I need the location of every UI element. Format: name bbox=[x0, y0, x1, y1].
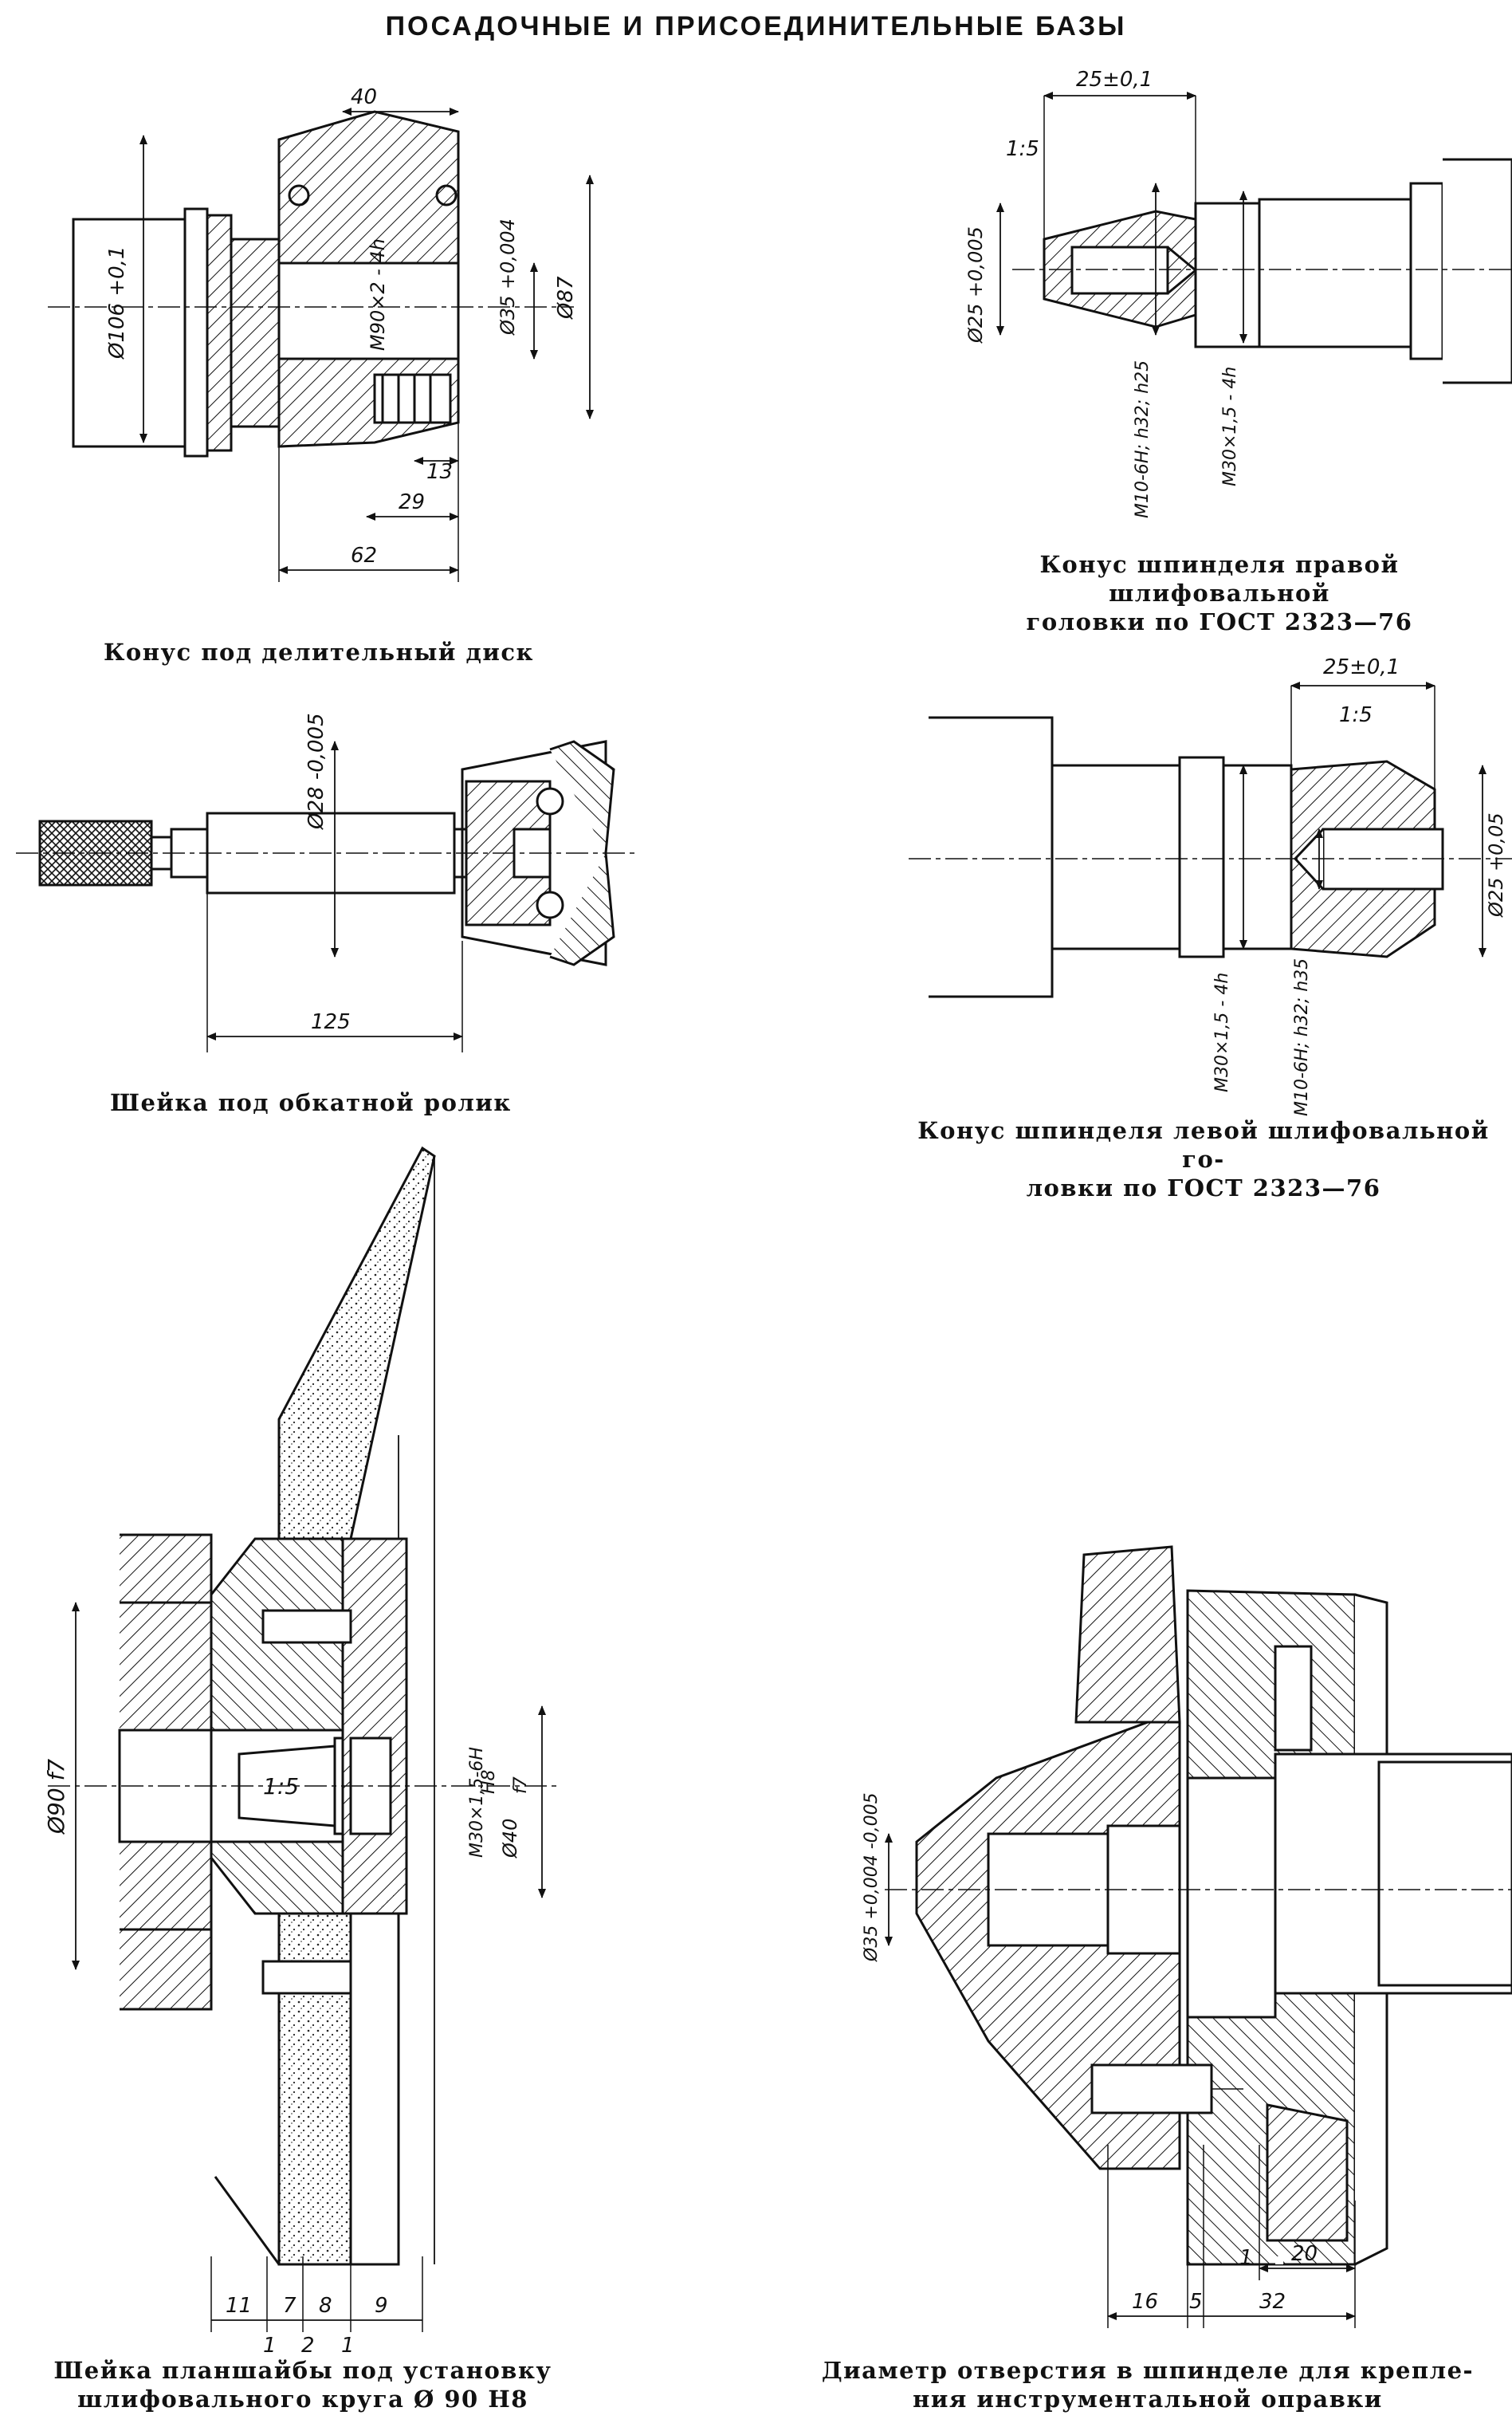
dim-13: 13 bbox=[426, 460, 453, 484]
dim-5: 5 bbox=[1189, 2290, 1203, 2314]
fit-f7: f7 bbox=[511, 1776, 531, 1794]
caption-faceplate: Шейка планшайбы под установку шлифовальн… bbox=[32, 2356, 574, 2413]
dim-d90: Ø90 f7 bbox=[43, 1759, 69, 1835]
dim-1a: 1 bbox=[263, 2334, 277, 2358]
caption-spindle-bore-line1: Диаметр отверстия в шпинделе для крепле- bbox=[821, 2357, 1475, 2384]
dim-1b: 1 bbox=[341, 2334, 355, 2358]
dim-m30-left: M30×1,5 - 4h bbox=[1212, 973, 1232, 1092]
caption-spindle-right-line1: Конус шпинделя правой шлифовальной bbox=[1039, 551, 1400, 607]
dim-d25-left: Ø25 +0,05 bbox=[1485, 812, 1507, 918]
dim-40: 40 bbox=[351, 85, 377, 109]
dim-25-left: 25±0,1 bbox=[1323, 655, 1400, 679]
dim-d35-bore: Ø35 +0,004 -0,005 bbox=[862, 1792, 882, 1962]
dim-d106: Ø106 +0,1 bbox=[105, 246, 129, 360]
dim-d35: Ø35 +0,004 bbox=[497, 218, 519, 336]
dim-20: 20 bbox=[1291, 2242, 1318, 2266]
dim-9: 9 bbox=[375, 2294, 388, 2318]
caption-cone-disk-text: Конус под делительный диск bbox=[104, 639, 534, 666]
dim-25-right: 25±0,1 bbox=[1076, 68, 1153, 92]
dim-1: 1 bbox=[1239, 2246, 1253, 2270]
dim-d25-right: Ø25 +0,005 bbox=[964, 226, 987, 344]
dim-62: 62 bbox=[351, 544, 377, 568]
dim-m10-right: M10-6H; h32; h25 bbox=[1133, 360, 1153, 518]
figure-faceplate bbox=[48, 1146, 558, 2376]
dim-11: 11 bbox=[226, 2294, 252, 2318]
dim-8: 8 bbox=[319, 2294, 332, 2318]
dim-d28: Ø28 -0,005 bbox=[304, 713, 328, 830]
dim-32: 32 bbox=[1259, 2290, 1286, 2314]
dim-m10-left: M10-6H; h32; h35 bbox=[1292, 958, 1312, 1116]
caption-spindle-right-line2: головки по ГОСТ 2323—76 bbox=[1026, 608, 1413, 635]
dim-m30-right: M30×1,5 - 4h bbox=[1220, 367, 1240, 486]
taper-left: 1:5 bbox=[1339, 703, 1373, 727]
fit-h8: H8 bbox=[479, 1769, 499, 1794]
caption-spindle-left-line2: ловки по ГОСТ 2323—76 bbox=[1026, 1174, 1381, 1202]
dim-29: 29 bbox=[399, 490, 425, 514]
dim-7: 7 bbox=[283, 2294, 297, 2318]
caption-spindle-right: Конус шпинделя правой шлифовальной голов… bbox=[933, 550, 1506, 636]
dim-thread-m90: M90×2 - 4h bbox=[367, 238, 389, 351]
figure-spindle-right bbox=[996, 92, 1512, 384]
figure-cone-disk bbox=[48, 108, 594, 582]
caption-spindle-left-line1: Конус шпинделя левой шлифовальной го- bbox=[917, 1117, 1490, 1173]
caption-spindle-bore: Диаметр отверстия в шпинделе для крепле-… bbox=[813, 2356, 1483, 2413]
caption-faceplate-line2: шлифовального круга Ø 90 Н8 bbox=[77, 2386, 528, 2413]
caption-journal-roller-text: Шейка под обкатной ролик bbox=[110, 1089, 512, 1116]
caption-cone-disk: Конус под делительный диск bbox=[72, 638, 566, 667]
dim-m30-faceplate: M30×1,5-6H bbox=[467, 1747, 487, 1858]
caption-journal-roller: Шейка под обкатной ролик bbox=[72, 1088, 550, 1117]
dim-16: 16 bbox=[1132, 2290, 1158, 2314]
page-title: ПОСАДОЧНЫЕ И ПРИСОЕДИНИТЕЛЬНЫЕ БАЗЫ bbox=[385, 11, 1127, 41]
figure-spindle-bore bbox=[885, 1545, 1512, 2328]
caption-spindle-bore-line2: ния инструментальной оправки bbox=[913, 2386, 1383, 2413]
figure-journal-roller bbox=[16, 740, 638, 1052]
dim-2: 2 bbox=[301, 2334, 315, 2358]
dim-125: 125 bbox=[311, 1010, 351, 1034]
dim-d87: Ø87 bbox=[554, 276, 578, 320]
taper-faceplate: 1:5 bbox=[263, 1773, 299, 1800]
caption-spindle-left: Конус шпинделя левой шлифовальной го- ло… bbox=[901, 1116, 1506, 1202]
taper-right: 1:5 bbox=[1006, 137, 1039, 161]
dim-d40: Ø40 bbox=[499, 1819, 521, 1859]
caption-faceplate-line1: Шейка планшайбы под установку bbox=[53, 2357, 552, 2384]
figure-spindle-left bbox=[909, 682, 1512, 998]
